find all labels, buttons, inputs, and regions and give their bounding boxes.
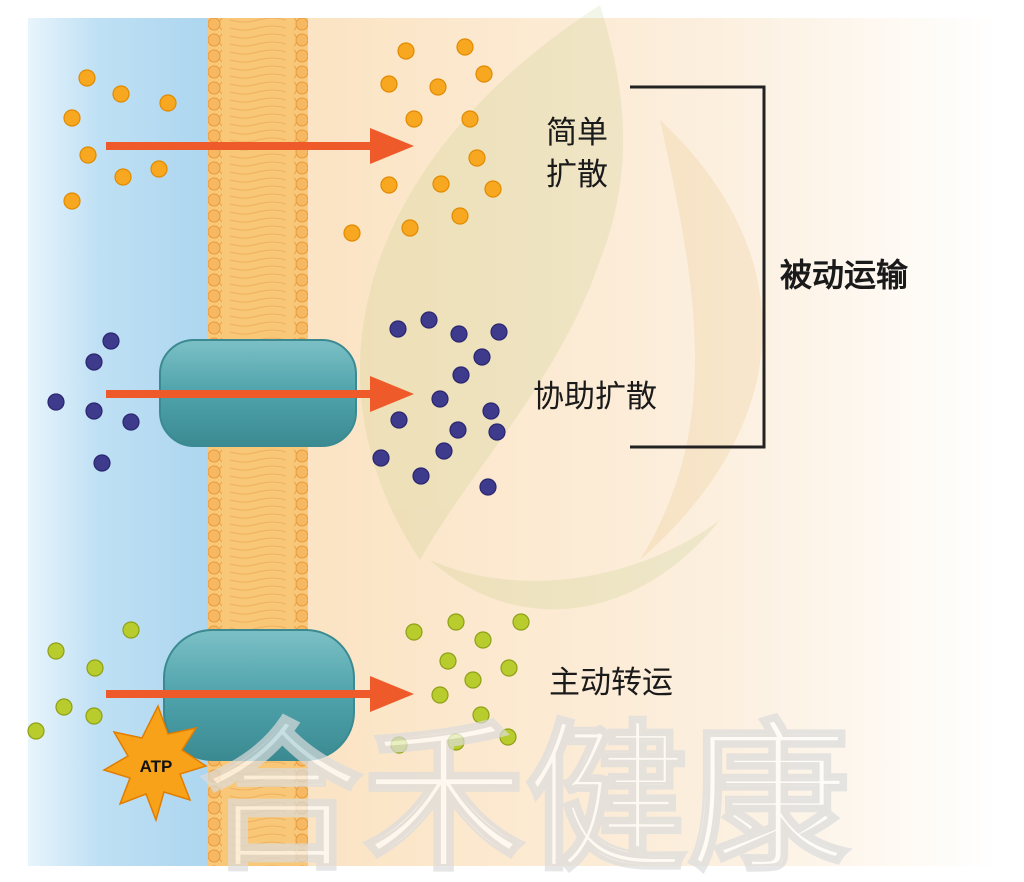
atp-starburst-icon: ATP — [102, 704, 208, 823]
green-particle — [405, 623, 423, 641]
facilitated-diffusion-arrow — [106, 376, 414, 412]
green-particle — [499, 728, 517, 746]
purple-particle — [93, 454, 111, 472]
particle-layer — [27, 38, 530, 754]
purple-particle — [412, 467, 430, 485]
purple-particle — [372, 449, 390, 467]
orange-particle — [114, 168, 132, 186]
brand-watermark-text: 合禾健康 — [200, 706, 850, 882]
purple-particle — [479, 478, 497, 496]
green-particle — [439, 652, 457, 670]
orange-particle — [63, 109, 81, 127]
green-particle — [431, 686, 449, 704]
purple-particle — [85, 353, 103, 371]
purple-particle — [449, 421, 467, 439]
orange-particle — [475, 65, 493, 83]
green-particle — [512, 613, 530, 631]
intracellular-region — [290, 18, 1000, 866]
simple-diffusion-arrow — [106, 128, 414, 164]
green-particle — [500, 659, 518, 677]
purple-particle — [482, 402, 500, 420]
green-particle — [474, 631, 492, 649]
green-particle — [47, 642, 65, 660]
orange-particle — [343, 224, 361, 242]
purple-particle — [122, 413, 140, 431]
purple-particle — [488, 423, 506, 441]
orange-particle — [484, 180, 502, 198]
green-particle — [464, 671, 482, 689]
orange-particle — [405, 110, 423, 128]
orange-particle — [380, 176, 398, 194]
green-particle — [86, 659, 104, 677]
orange-particle — [429, 78, 447, 96]
active-transport-arrow — [106, 676, 414, 712]
orange-particle — [380, 75, 398, 93]
simple-diffusion-label: 简单 扩散 — [546, 115, 608, 193]
passive-transport-label: 被动运输 — [780, 256, 909, 294]
purple-particle — [85, 402, 103, 420]
orange-particle — [456, 38, 474, 56]
orange-particle — [112, 85, 130, 103]
purple-particle — [473, 348, 491, 366]
green-particle — [447, 733, 465, 751]
green-particle — [27, 722, 45, 740]
purple-particle — [420, 311, 438, 329]
orange-particle — [432, 175, 450, 193]
green-particle — [122, 621, 140, 639]
orange-particle — [159, 94, 177, 112]
orange-particle — [78, 69, 96, 87]
facilitated-diffusion-label: 协助扩散 — [533, 379, 657, 415]
purple-particle — [47, 393, 65, 411]
purple-particle — [452, 366, 470, 384]
orange-particle — [79, 146, 97, 164]
purple-particle — [431, 390, 449, 408]
orange-particle — [397, 42, 415, 60]
purple-particle — [450, 325, 468, 343]
green-particle — [85, 707, 103, 725]
green-particle — [390, 736, 408, 754]
green-particle — [55, 698, 73, 716]
orange-particle — [461, 110, 479, 128]
purple-particle — [389, 320, 407, 338]
purple-particle — [390, 411, 408, 429]
purple-particle — [490, 323, 508, 341]
orange-particle — [451, 207, 469, 225]
purple-particle — [435, 442, 453, 460]
green-particle — [447, 613, 465, 631]
orange-particle — [150, 160, 168, 178]
green-particle — [472, 706, 490, 724]
orange-particle — [63, 192, 81, 210]
leaf-watermark-logo — [360, 5, 763, 610]
passive-transport-bracket — [630, 85, 766, 449]
atp-label: ATP — [140, 757, 173, 776]
active-transport-label: 主动转运 — [549, 665, 673, 701]
purple-particle — [102, 332, 120, 350]
orange-particle — [468, 149, 486, 167]
orange-particle — [401, 219, 419, 237]
